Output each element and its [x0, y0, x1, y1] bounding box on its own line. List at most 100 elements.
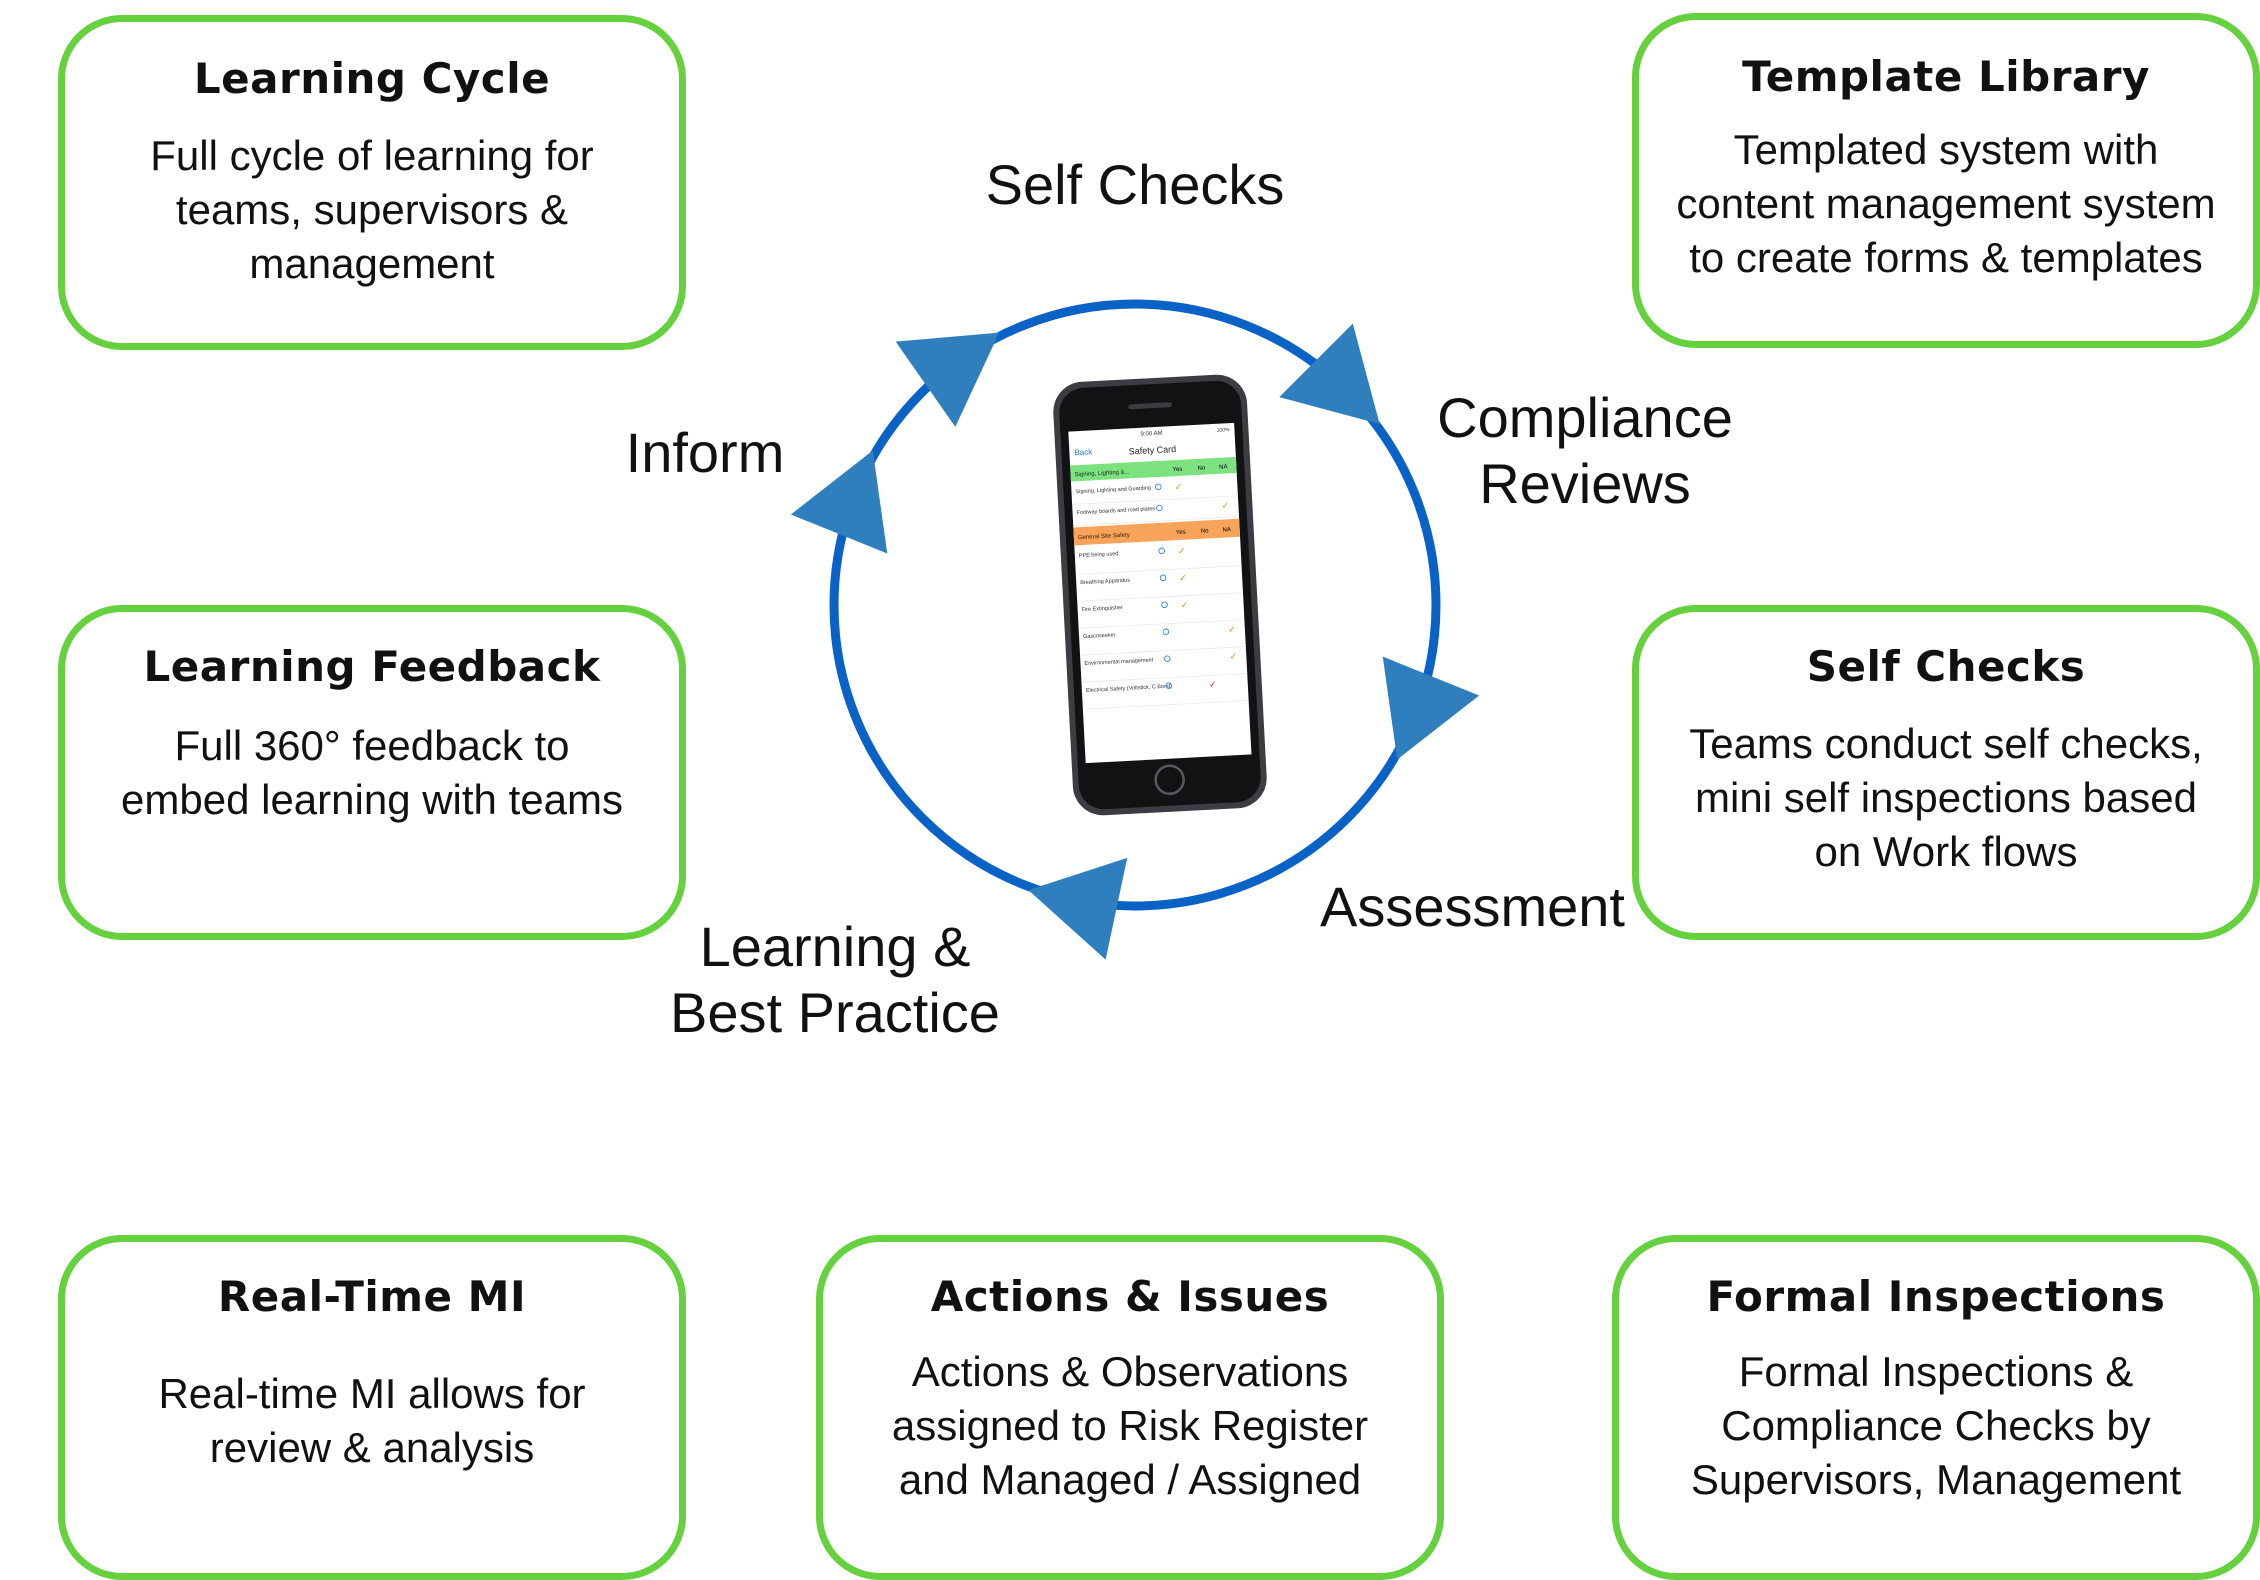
cycle-arrows [790, 323, 1480, 960]
phone-status-time: 9:00 AM [1140, 431, 1162, 438]
cycle-arrowhead-icon [895, 332, 1000, 427]
phone-section2-label: General Site Safety [1078, 532, 1130, 541]
learning-cycle-box: Learning Cycle Full cycle of learning fo… [58, 15, 686, 350]
phone-row-divider [1073, 516, 1240, 526]
real-time-mi-line: review & analysis [209, 1424, 535, 1471]
actions-issues-line: assigned to Risk Register [891, 1402, 1369, 1449]
cycle-arrowhead-icon [1279, 323, 1380, 424]
real-time-mi-line: Real-time MI allows for [158, 1370, 586, 1417]
formal-inspections-title: Formal Inspections [1706, 1272, 2166, 1321]
cycle-label-inform: Inform [625, 421, 785, 484]
phone-col-no-2: No [1201, 528, 1210, 534]
cycle-label-self-checks: Self Checks [985, 153, 1285, 216]
cycle-arrowhead-icon [790, 450, 888, 554]
cycle-label-compliance-line: Compliance [1437, 386, 1733, 449]
learning-feedback-title: Learning Feedback [143, 642, 601, 691]
real-time-mi-box: Real-Time MI Real-time MI allows for rev… [58, 1235, 686, 1580]
phone-home-button [1154, 764, 1185, 795]
cycle-arrowhead-icon [1028, 857, 1128, 960]
phone-col-na-2: NA [1222, 527, 1231, 533]
cycle-label-learning-best-practice: Learning & Best Practice [660, 914, 1010, 1046]
smartphone-icon: 9:00 AM 100% Back Safety Card Signing, L… [1053, 374, 1267, 816]
formal-inspections-box: Formal Inspections Formal Inspections & … [1612, 1235, 2260, 1580]
formal-inspections-line: Compliance Checks by [1721, 1402, 2151, 1449]
info-icon[interactable] [1164, 655, 1171, 662]
checkmark-icon[interactable]: ✓ [1181, 601, 1189, 611]
learning-feedback-line: embed learning with teams [121, 776, 623, 823]
learning-cycle-title: Learning Cycle [193, 54, 551, 103]
phone-row-label: Gascoseeker [1083, 632, 1116, 640]
phone-row-divider [1080, 646, 1246, 656]
phone-row-label: Signing, Lighting and Guarding [1075, 485, 1151, 495]
phone-row-label: Fire Extinguisher [1082, 605, 1124, 613]
self-checks-line: on Work flows [1814, 828, 2078, 875]
phone-section2-rows: PPE being used ✓ Breathing Apparatus ✓ Fire … [1075, 547, 1249, 710]
phone-row-divider [1078, 619, 1245, 629]
cycle-label-learning-line: Learning & [699, 915, 971, 978]
checkmark-icon[interactable]: ✓ [1174, 483, 1182, 493]
actions-issues-line: and Managed / Assigned [898, 1456, 1362, 1503]
cycle-label-compliance-line: Reviews [1479, 452, 1691, 515]
cycle-ring [829, 299, 1441, 911]
phone-row-divider [1075, 565, 1242, 575]
learning-cycle-line: teams, supervisors & [175, 186, 569, 233]
template-library-line: Templated system with [1733, 126, 2159, 173]
checkmark-icon[interactable]: ✓ [1228, 625, 1236, 635]
actions-issues-title: Actions & Issues [930, 1272, 1330, 1321]
phone-battery: 100% [1217, 427, 1231, 434]
phone-row-divider [1077, 592, 1244, 602]
template-library-line: to create forms & templates [1689, 234, 2203, 281]
cycle-label-assessment: Assessment [1320, 875, 1625, 938]
self-checks-line: mini self inspections based [1695, 774, 2197, 821]
self-checks-title: Self Checks [1806, 642, 2086, 691]
phone-row-label: Environmental management [1084, 657, 1153, 667]
checkmark-icon[interactable]: ✓ [1178, 547, 1186, 557]
formal-inspections-line: Formal Inspections & [1738, 1348, 2134, 1395]
phone-col-yes-2: Yes [1176, 530, 1186, 537]
template-library-title: Template Library [1742, 52, 2150, 101]
learning-feedback-line: Full 360° feedback to [174, 722, 570, 769]
info-icon[interactable] [1161, 601, 1168, 608]
phone-row-label: Footway boards and road plates [1076, 506, 1155, 516]
phone-section1-label: Signing, Lighting &... [1074, 469, 1130, 478]
info-icon[interactable] [1162, 628, 1170, 635]
checkmark-icon[interactable]: ✓ [1229, 652, 1237, 662]
phone-row-divider [1082, 700, 1249, 710]
phone-section1-rows: Signing, Lighting and Guarding ✓ Footway b… [1072, 483, 1240, 526]
phone-section1-header [1070, 456, 1237, 482]
phone-col-no: No [1197, 465, 1206, 471]
cycle-label-learning-line: Best Practice [670, 981, 1000, 1044]
phone-row-divider [1081, 673, 1248, 683]
phone-row-label: Breathing Apparatus [1080, 578, 1130, 587]
checkmark-icon[interactable]: ✓ [1179, 574, 1187, 584]
actions-issues-line: Actions & Observations [911, 1348, 1349, 1395]
template-library-box: Template Library Templated system with c… [1632, 13, 2260, 348]
actions-issues-box: Actions & Issues Actions & Observations … [816, 1235, 1444, 1580]
learning-cycle-line: management [249, 240, 495, 287]
phone-title: Safety Card [1128, 444, 1176, 456]
phone-row-divider [1072, 495, 1238, 505]
learning-feedback-box: Learning Feedback Full 360° feedback to … [58, 605, 686, 940]
real-time-mi-title: Real-Time MI [217, 1272, 527, 1321]
learning-cycle-line: Full cycle of learning for [150, 132, 594, 179]
phone-col-na: NA [1219, 464, 1228, 470]
phone-section2-header [1073, 518, 1241, 546]
self-checks-line: Teams conduct self checks, [1689, 720, 2203, 767]
info-icon[interactable] [1155, 483, 1162, 491]
info-icon[interactable] [1158, 547, 1165, 555]
checkmark-icon[interactable]: ✓ [1221, 501, 1229, 511]
formal-inspections-line: Supervisors, Management [1690, 1456, 2182, 1503]
phone-col-yes: Yes [1172, 467, 1182, 474]
checkmark-icon[interactable]: ✓ [1209, 680, 1217, 690]
info-icon[interactable] [1159, 574, 1167, 582]
cycle-label-compliance-reviews: Compliance Reviews [1420, 385, 1750, 517]
phone-speaker [1128, 402, 1173, 410]
info-icon[interactable] [1165, 682, 1172, 689]
phone-row-label: PPE being used [1079, 551, 1119, 559]
self-checks-box: Self Checks Teams conduct self checks, m… [1632, 605, 2260, 940]
phone-back-button[interactable]: Back [1074, 447, 1093, 457]
phone-screen [1068, 422, 1252, 764]
cycle-arrowhead-icon [1382, 656, 1480, 760]
info-icon[interactable] [1156, 504, 1163, 512]
